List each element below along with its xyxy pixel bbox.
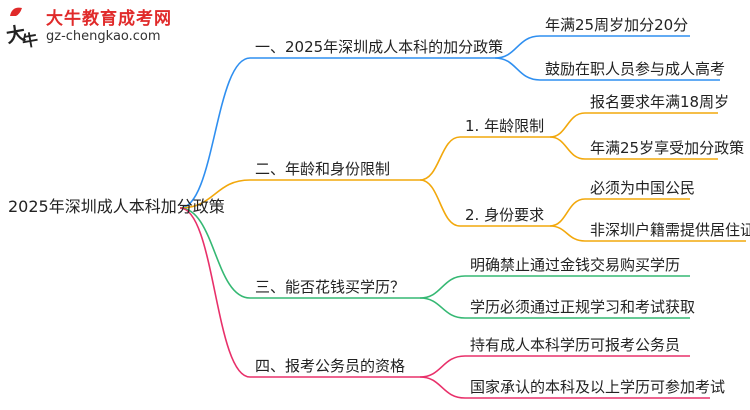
root-topic: 2025年深圳成人本科加分政策 xyxy=(8,197,225,216)
branch-1-label: 一、2025年深圳成人本科的加分政策 xyxy=(255,38,504,56)
connector-branch1-leaf2 xyxy=(494,57,720,81)
connector-branch3-leaf1 xyxy=(419,275,690,299)
connector-sub1-leaf1 xyxy=(549,112,718,138)
branch-2-sub-2-leaf-1: 必须为中国公民 xyxy=(590,179,696,197)
connector-branch1-leaf1 xyxy=(494,35,690,59)
svg-text:大: 大 xyxy=(5,22,28,48)
connector-root-branch2 xyxy=(179,179,420,209)
branch-2-sub-2: 2. 身份要求 xyxy=(465,206,545,224)
connector-sub2-leaf2 xyxy=(549,225,746,242)
logo-title: 大牛教育成考网 xyxy=(46,9,172,29)
connector-branch2-sub2 xyxy=(419,179,550,227)
logo-url: gz-chengkao.com xyxy=(46,29,161,44)
branch-3-leaf-1: 明确禁止通过金钱交易购买学历 xyxy=(470,256,681,274)
branch-4-label: 四、报考公务员的资格 xyxy=(255,357,406,375)
connector-branch4-leaf1 xyxy=(419,355,690,378)
connector-branch3-leaf2 xyxy=(419,297,690,319)
branch-3-label: 三、能否花钱买学历？ xyxy=(255,278,406,296)
branch-1-leaf-2: 鼓励在职人员参与成人高考 xyxy=(545,60,726,78)
branch-4-leaf-1: 持有成人本科学历可报考公务员 xyxy=(470,336,681,354)
connector-sub2-leaf1 xyxy=(549,198,690,227)
connector-branch4-leaf2 xyxy=(419,376,710,399)
connector-root-branch3 xyxy=(179,207,420,299)
branch-4-leaf-2: 国家承认的本科及以上学历可参加考试 xyxy=(470,378,726,396)
connector-sub1-leaf2 xyxy=(549,136,718,160)
branch-2-sub-1: 1. 年龄限制 xyxy=(465,117,545,135)
connector-root-branch4 xyxy=(179,207,420,378)
connector-branch2-sub1 xyxy=(419,136,550,181)
branch-3-leaf-2: 学历必须通过正规学习和考试获取 xyxy=(470,298,696,316)
branch-2-sub-1-leaf-1: 报名要求年满18周岁 xyxy=(590,93,730,111)
branch-2-label: 二、年龄和身份限制 xyxy=(255,160,391,178)
branch-2-sub-2-leaf-2: 非深圳户籍需提供居住证明 xyxy=(590,221,750,239)
connector-root-branch1 xyxy=(179,57,495,209)
site-logo[interactable]: 大 牛 大牛教育成考网 gz-chengkao.com xyxy=(0,0,180,52)
svg-text:牛: 牛 xyxy=(21,30,40,50)
branch-2-sub-1-leaf-2: 年满25岁享受加分政策 xyxy=(590,139,745,157)
branch-1-leaf-1: 年满25周岁加分20分 xyxy=(545,16,689,34)
logo-seal-icon: 大 牛 xyxy=(5,7,40,50)
